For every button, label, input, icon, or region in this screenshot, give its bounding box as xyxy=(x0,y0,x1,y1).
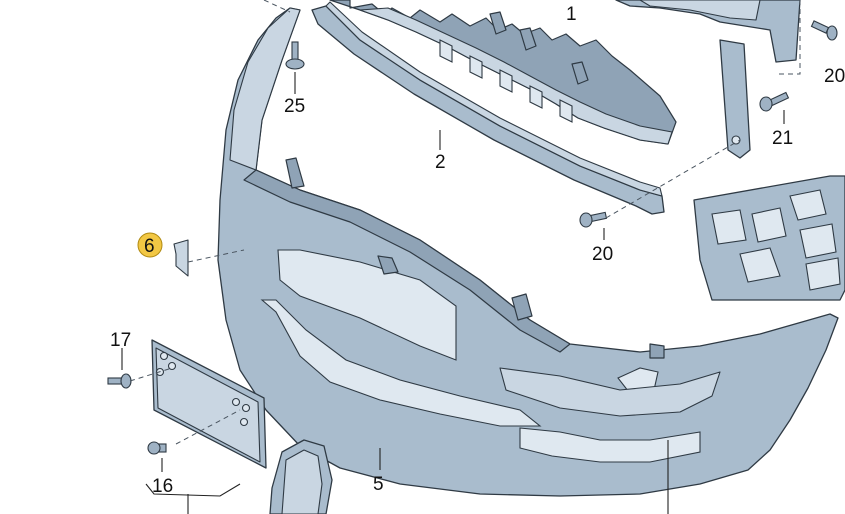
part-1-carrier-bracket xyxy=(615,0,801,159)
part-1-impact-absorber xyxy=(329,0,677,145)
bolt-20-upper-right xyxy=(810,20,838,41)
leader-lines xyxy=(121,0,801,514)
bolt-20-lower xyxy=(579,211,608,228)
callout-16: 16 xyxy=(152,476,173,497)
callout-6: 6 xyxy=(144,236,155,257)
callout-25: 25 xyxy=(284,96,305,117)
bolt-21 xyxy=(759,91,790,112)
part-5-bumper-cover xyxy=(217,7,839,497)
callout-6-highlight-badge: 6 xyxy=(137,232,163,258)
lower-trim-piece xyxy=(269,439,333,514)
callout-20-lower: 20 xyxy=(592,244,613,265)
part-6-clip xyxy=(173,239,189,277)
callout-5: 5 xyxy=(373,474,384,495)
part-2-reinforcement-strip xyxy=(311,1,665,215)
callout-17: 17 xyxy=(110,330,131,351)
grille-insert xyxy=(693,175,845,301)
screw-17 xyxy=(107,373,132,389)
callout-20-upper-right: 20 xyxy=(824,66,845,87)
screw-16 xyxy=(147,441,167,455)
callout-21: 21 xyxy=(772,128,793,149)
licence-plate-holder xyxy=(151,339,267,469)
callout-2: 2 xyxy=(435,152,446,173)
bolt-25 xyxy=(285,41,305,70)
callout-1: 1 xyxy=(566,4,577,25)
